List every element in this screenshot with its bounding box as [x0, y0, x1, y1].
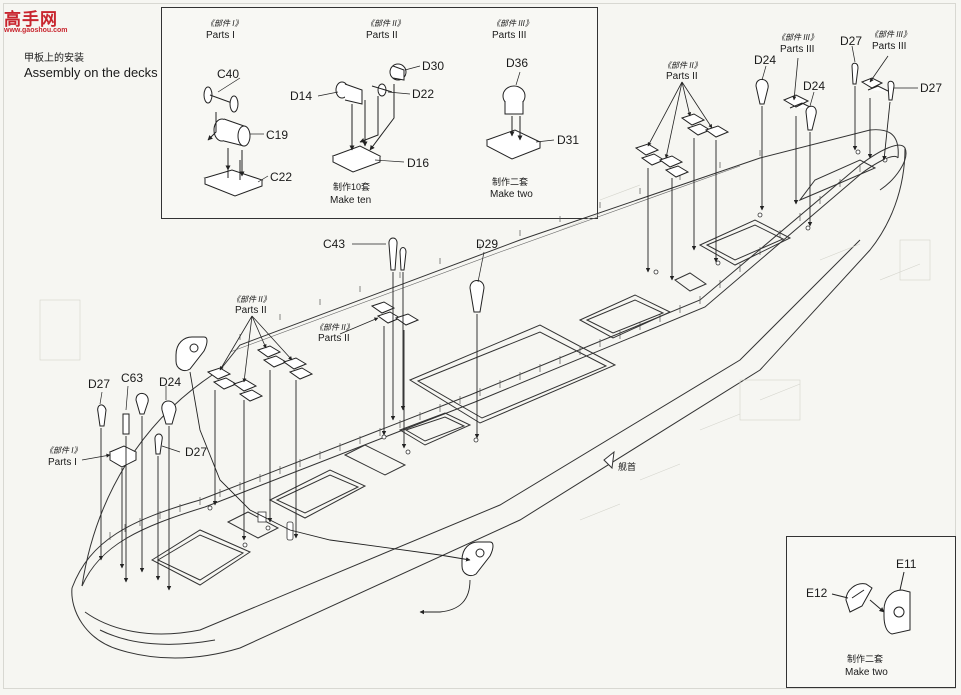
group-leaders [81, 55, 889, 461]
inset-parts2-cn: 《部件 II》 [366, 19, 405, 28]
inset-leaders [217, 65, 555, 183]
rudder-inset-box [786, 536, 956, 688]
part-label-D27-left: D27 [88, 377, 111, 391]
inset-parts [203, 63, 542, 197]
group-parts3-a-en: Parts III [780, 44, 815, 55]
group-parts2-b-cn: 《部件 II》 [315, 323, 354, 332]
deck-railing [109, 150, 861, 540]
part-label-D22: D22 [412, 87, 435, 101]
make-ten-cn: 制作10套 [333, 182, 371, 192]
part-label-D27-mid: D27 [185, 445, 208, 459]
deck-bitts [207, 149, 888, 548]
part-label-D36: D36 [506, 56, 529, 70]
part-label-C19: C19 [266, 128, 289, 142]
part-label-C40: C40 [217, 67, 240, 81]
bow-direction-arrow [603, 450, 615, 470]
section-title-cn: 甲板上的安装 [24, 53, 84, 64]
group-parts1-en: Parts I [48, 457, 77, 468]
group-parts1-cn: 《部件 I》 [45, 446, 82, 455]
part-label-C22: C22 [270, 170, 293, 184]
label-leaders [99, 45, 918, 453]
group-parts3-b-en: Parts III [872, 41, 907, 52]
inset-arrows [207, 84, 523, 177]
make-two-cn: 制作二套 [492, 177, 529, 187]
deck-fittings [97, 62, 895, 577]
rudder-make-two-en: Make two [845, 667, 888, 678]
background-ghosting [39, 184, 931, 521]
part-label-E12: E12 [806, 586, 828, 600]
logo-url: www.gaoshou.com [4, 27, 68, 34]
page-frame [3, 3, 956, 689]
group-parts2-b-en: Parts II [318, 333, 350, 344]
part-label-D27-top: D27 [840, 34, 863, 48]
part-label-D16: D16 [407, 156, 430, 170]
part-label-D30: D30 [422, 59, 445, 73]
group-parts3-a-cn: 《部件 III》 [777, 33, 818, 42]
inset-parts2-en: Parts II [366, 30, 398, 41]
part-label-D14: D14 [290, 89, 313, 103]
site-logo[interactable]: 高手网 www.gaoshou.com [4, 5, 94, 39]
part-label-D31: D31 [557, 133, 580, 147]
inset-parts1-cn: 《部件 I》 [206, 19, 243, 28]
inset-parts3-cn: 《部件 III》 [492, 19, 533, 28]
part-label-C43: C43 [323, 237, 346, 251]
group-parts2-a-cn: 《部件 II》 [232, 295, 271, 304]
cargo-hatches [150, 159, 877, 586]
part-label-E11: E11 [896, 557, 917, 571]
part-label-D24-far: D24 [803, 79, 826, 93]
ship-hull [71, 144, 907, 659]
group-parts3-b-cn: 《部件 III》 [870, 30, 911, 39]
rudder-make-two-cn: 制作二套 [847, 654, 884, 664]
part-label-D24-right: D24 [754, 53, 777, 67]
part-label-C63: C63 [121, 371, 144, 385]
part-label-D29: D29 [476, 237, 499, 251]
make-two-en: Make two [490, 189, 533, 200]
bow-label: 舰首 [618, 462, 637, 472]
group-parts2-c-en: Parts II [666, 71, 698, 82]
part-label-D24-left: D24 [159, 375, 182, 389]
part-label-D27-right: D27 [920, 81, 943, 95]
inset-parts1-en: Parts I [206, 30, 235, 41]
far-deck-edge [81, 129, 899, 587]
group-parts2-c-cn: 《部件 II》 [663, 61, 702, 70]
placement-lines [98, 86, 891, 615]
rudder-inset-parts [831, 571, 911, 635]
section-title-en: Assembly on the decks [24, 65, 158, 80]
group-parts2-a-en: Parts II [235, 305, 267, 316]
make-ten-en: Make ten [330, 195, 372, 206]
logo-text: 高手网 [4, 10, 58, 30]
inset-parts3-en: Parts III [492, 30, 527, 41]
